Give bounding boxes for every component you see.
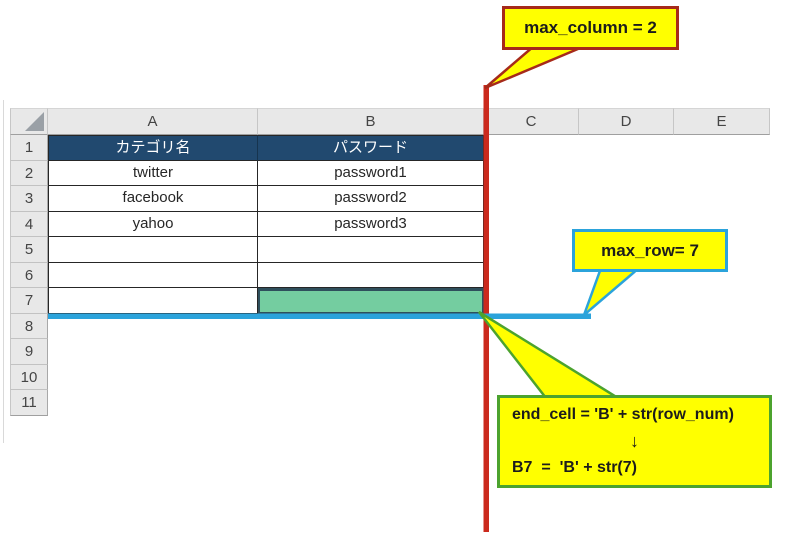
end-cell-result-line: B7 = 'B' + str(7) — [512, 458, 637, 476]
table-row-1: 1 カテゴリ名 パスワード — [10, 135, 770, 161]
cell-a3[interactable]: facebook — [48, 186, 258, 212]
max-column-callout-text: max_column = 2 — [524, 18, 657, 37]
row-header-6[interactable]: 6 — [10, 262, 48, 288]
cell-a7[interactable] — [48, 288, 258, 314]
table-row-6: 6 — [10, 262, 770, 288]
column-header-d[interactable]: D — [579, 108, 674, 135]
table-row-8: 8 — [10, 313, 770, 339]
column-header-c[interactable]: C — [484, 108, 579, 135]
cell-a6[interactable] — [48, 262, 258, 288]
row-header-9[interactable]: 9 — [10, 339, 48, 365]
cell-b2[interactable]: password1 — [258, 160, 484, 186]
max-column-callout-tail — [484, 44, 586, 90]
row-header-8[interactable]: 8 — [10, 313, 48, 339]
cell-b7-highlighted[interactable] — [258, 288, 484, 314]
row-header-2[interactable]: 2 — [10, 160, 48, 186]
table-row-9: 9 — [10, 339, 770, 365]
cell-b1[interactable]: パスワード — [258, 135, 484, 161]
table-row-3: 3 facebook password2 — [10, 186, 770, 212]
select-all-triangle-icon — [25, 112, 44, 131]
cell-b5[interactable] — [258, 237, 484, 263]
row-header-5[interactable]: 5 — [10, 237, 48, 263]
table-row-10: 10 — [10, 364, 770, 390]
column-header-e[interactable]: E — [674, 108, 770, 135]
max-row-callout: max_row= 7 — [572, 229, 728, 272]
cell-a5[interactable] — [48, 237, 258, 263]
spreadsheet: A B C D E 1 カテゴリ名 パスワード 2 twitter passwo… — [10, 108, 770, 416]
select-all-button[interactable] — [10, 108, 48, 135]
table-row-4: 4 yahoo password3 — [10, 211, 770, 237]
column-header-row: A B C D E — [10, 108, 770, 135]
down-arrow-icon: ↓ — [630, 430, 639, 451]
max-row-callout-text: max_row= 7 — [601, 240, 699, 260]
end-cell-callout: end_cell = 'B' + str(row_num) ↓ B7 = 'B'… — [497, 395, 772, 488]
row-header-4[interactable]: 4 — [10, 211, 48, 237]
table-row-11: 11 — [10, 390, 770, 416]
row-header-3[interactable]: 3 — [10, 186, 48, 212]
max-column-callout: max_column = 2 — [502, 6, 679, 50]
cell-a2[interactable]: twitter — [48, 160, 258, 186]
row-header-11[interactable]: 11 — [10, 390, 48, 416]
table-row-5: 5 — [10, 237, 770, 263]
column-header-a[interactable]: A — [48, 108, 258, 135]
screenshot-edge-line — [3, 100, 4, 443]
cell-a4[interactable]: yahoo — [48, 211, 258, 237]
table-row-7: 7 — [10, 288, 770, 314]
cell-b6[interactable] — [258, 262, 484, 288]
column-header-b[interactable]: B — [258, 108, 484, 135]
row-header-7[interactable]: 7 — [10, 288, 48, 314]
row-header-10[interactable]: 10 — [10, 364, 48, 390]
row-header-1[interactable]: 1 — [10, 135, 48, 161]
cell-b4[interactable]: password3 — [258, 211, 484, 237]
cell-b3[interactable]: password2 — [258, 186, 484, 212]
end-cell-formula-line: end_cell = 'B' + str(row_num) — [512, 406, 734, 424]
cell-a1[interactable]: カテゴリ名 — [48, 135, 258, 161]
table-row-2: 2 twitter password1 — [10, 160, 770, 186]
